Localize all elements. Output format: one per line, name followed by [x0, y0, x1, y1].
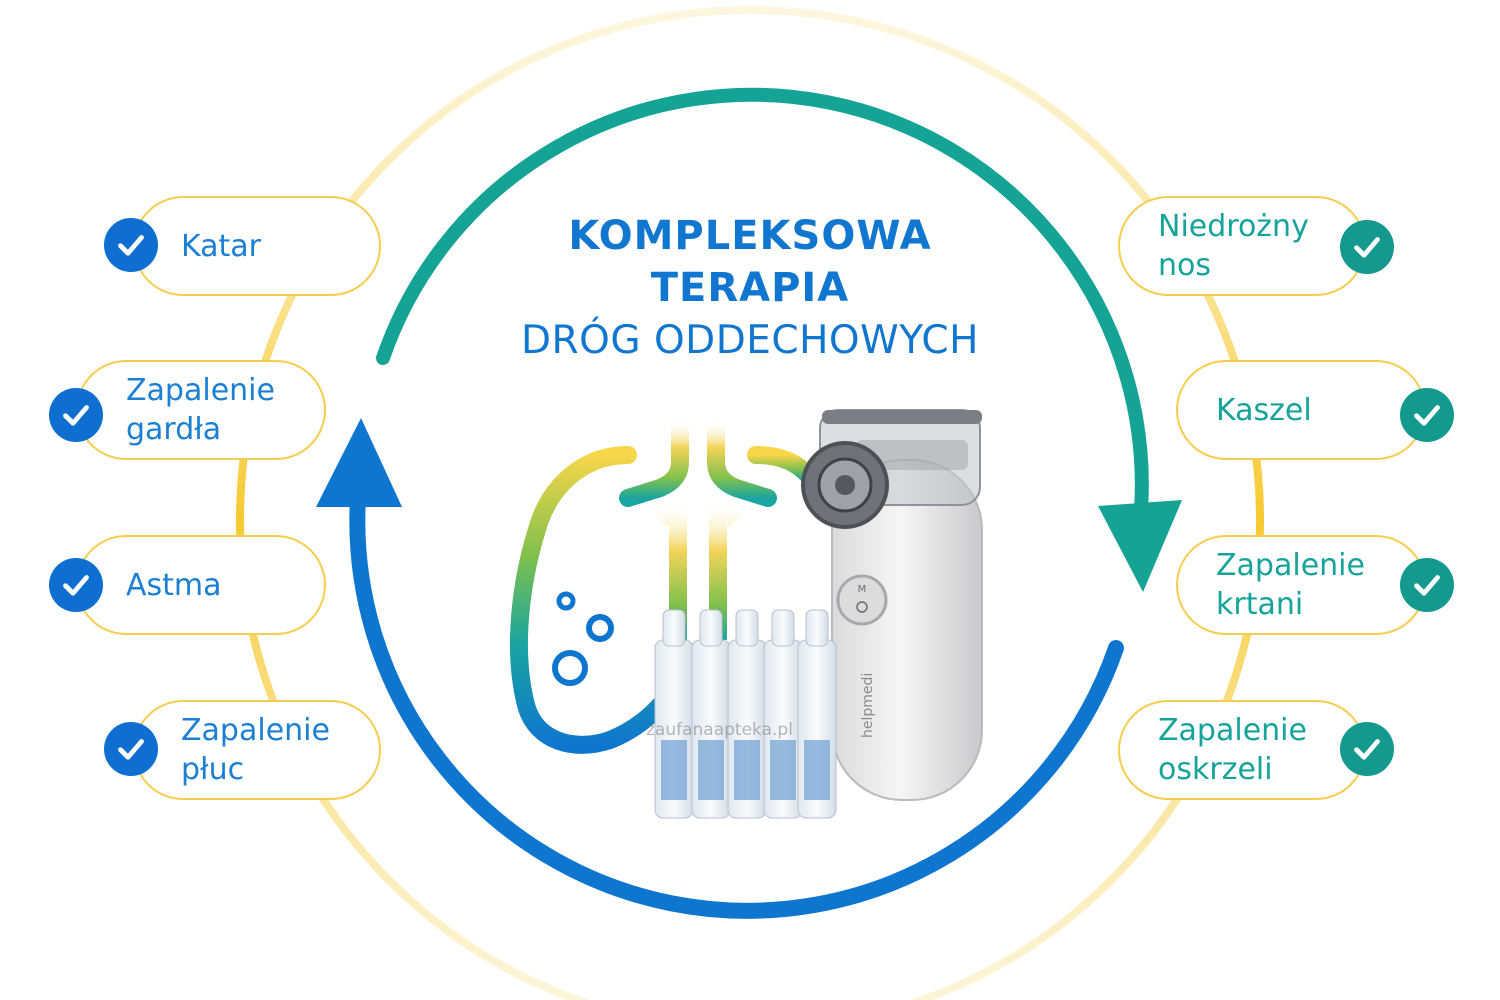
power-button	[836, 574, 888, 626]
check-icon	[1340, 220, 1394, 274]
condition-label: Zapalenie krtani	[1216, 548, 1365, 622]
check-icon	[1340, 722, 1394, 776]
condition-pill-zapalenie-pluc: Zapalenie płuc	[133, 700, 381, 800]
outer-ring	[236, 6, 1264, 1000]
condition-pill-zapalenie-oskrzeli: Zapalenie oskrzeli	[1118, 700, 1366, 800]
title-line-3: DRÓG ODDECHOWYCH	[521, 318, 979, 363]
condition-pill-niedrozny-nos: Niedrożny nos	[1118, 196, 1366, 296]
bubble-small	[556, 591, 576, 611]
watermark: zaufanaapteka.pl	[646, 720, 793, 740]
condition-label: Kaszel	[1216, 392, 1312, 428]
lungs-illustration	[509, 411, 829, 754]
check-icon	[49, 388, 103, 442]
teal-arrowhead	[1098, 500, 1182, 592]
title-line-2: TERAPIA	[650, 265, 850, 311]
check-icon	[49, 558, 103, 612]
nebulizer-device: M	[801, 409, 983, 801]
condition-label: Zapalenie gardła	[126, 373, 275, 447]
check-icon	[1400, 558, 1454, 612]
condition-label: Zapalenie oskrzeli	[1158, 713, 1307, 787]
condition-pill-astma: Astma	[76, 535, 326, 635]
condition-pill-kaszel: Kaszel	[1176, 360, 1426, 460]
condition-label: Zapalenie płuc	[181, 713, 330, 787]
condition-label: Astma	[126, 567, 222, 603]
device-brand-label: helpmedi	[860, 673, 876, 738]
check-icon	[104, 722, 158, 776]
title-line-1: KOMPLEKSOWA	[568, 213, 932, 259]
teal-arc	[376, 87, 1149, 517]
condition-pill-katar: Katar	[133, 196, 381, 296]
condition-pill-zapalenie-gardla: Zapalenie gardła	[76, 360, 326, 460]
bubble-medium	[586, 614, 614, 642]
blue-arrowhead	[316, 418, 402, 507]
saline-vials	[654, 609, 837, 819]
check-icon	[1400, 388, 1454, 442]
condition-label: Katar	[181, 228, 262, 264]
svg-text:M: M	[858, 584, 867, 595]
bubble-large	[552, 650, 588, 686]
condition-pill-zapalenie-krtani: Zapalenie krtani	[1176, 535, 1426, 635]
check-icon	[104, 218, 158, 272]
condition-label: Niedrożny nos	[1158, 209, 1309, 283]
blue-arc	[349, 490, 1124, 919]
